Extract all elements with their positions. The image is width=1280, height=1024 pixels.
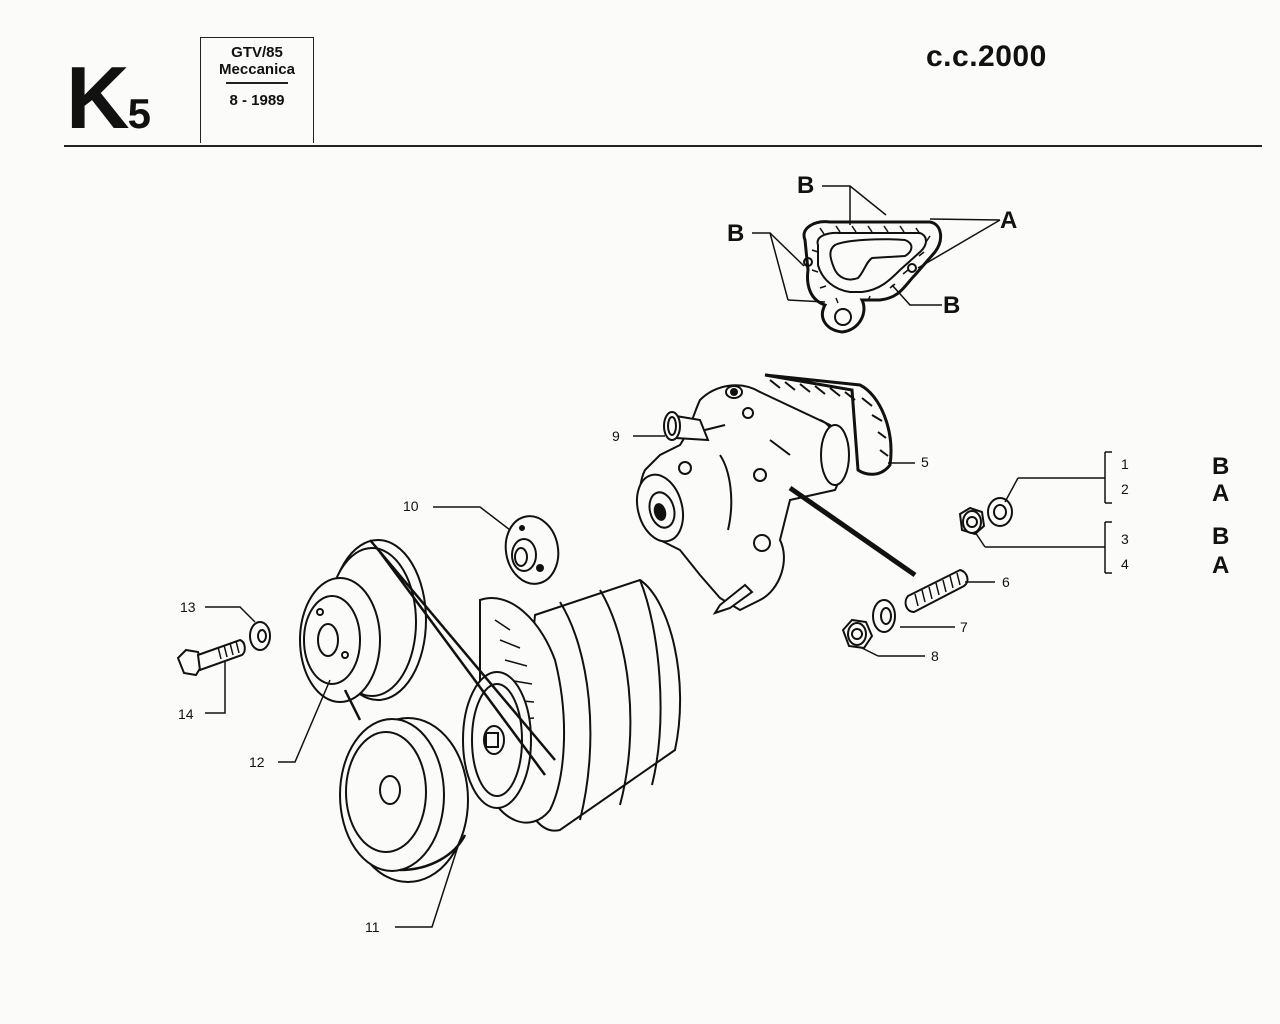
callout-14: 14 [178,706,194,722]
title-divider [226,82,288,84]
callout-13: 13 [180,599,196,615]
callout-5: 5 [921,454,929,470]
gasket-label-b-bottom: B [943,292,960,319]
gasket-leaders [752,185,1001,306]
stud-axis-line [788,485,917,578]
hub-flange-10 [504,515,560,585]
gasket-label-a-right: A [1000,207,1017,234]
nut-8 [841,618,874,650]
leader-10 [433,506,511,531]
leader-8a [861,647,879,657]
section-letter: K [66,48,130,147]
callout-4: 4 [1121,556,1129,572]
date-label: 8 - 1989 [229,92,285,109]
callout-8: 8 [931,648,939,664]
section-number: 5 [127,90,151,137]
variant-2: A [1212,480,1229,507]
callout-7: 7 [960,619,968,635]
gasket-label-b-left: B [727,220,744,247]
callout-10: 10 [403,498,419,514]
section-code: K5 [66,54,151,142]
callout-2: 2 [1121,481,1129,497]
page-header: K5 GTV/85 Meccanica 8 - 1989 c.c.2000 [0,0,1280,160]
callout-3: 3 [1121,531,1129,547]
callout-12: 12 [249,754,265,770]
pulley-lower [339,717,469,883]
leader-12 [278,679,331,763]
drive-belt-11 [343,539,556,872]
gasket-label-b-top: B [797,172,814,199]
washer-7 [872,599,896,633]
pulley-12 [299,539,427,703]
model-label: GTV/85 [231,44,283,61]
header-rule [64,145,1262,147]
alternator [462,578,682,832]
variant-3: B [1212,523,1229,550]
callout-9: 9 [612,428,620,444]
callout-11: 11 [365,919,380,935]
stud-6 [904,568,969,614]
nut-washer-pair [958,497,1013,536]
bolt-14 [176,638,246,677]
washer-13 [249,621,271,651]
category-label: Meccanica [219,61,295,78]
displacement-label: c.c.2000 [926,40,1047,73]
gasket-detail [802,220,943,334]
variant-1: B [1212,453,1229,480]
variant-leaders [974,451,1112,574]
title-box: GTV/85 Meccanica 8 - 1989 [200,37,314,143]
variant-4: A [1212,552,1229,579]
leader-13 [205,606,256,623]
leader-14 [205,662,226,714]
callout-1: 1 [1121,456,1129,472]
water-pump [635,373,893,615]
leader-11 [395,839,461,928]
callout-6: 6 [1002,574,1010,590]
